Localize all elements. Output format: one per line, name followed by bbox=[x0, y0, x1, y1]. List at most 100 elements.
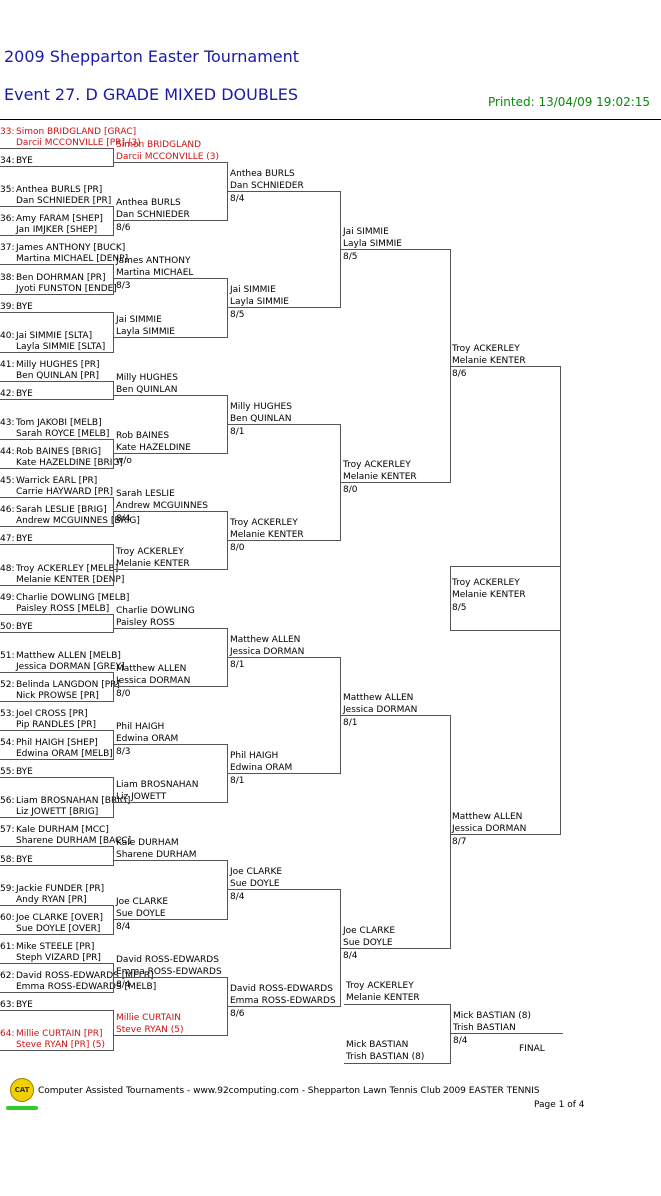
round5-player-2: Melanie KENTER bbox=[452, 356, 526, 366]
round1-line bbox=[0, 497, 113, 498]
round1-player-2: Ben QUINLAN [PR] bbox=[16, 371, 100, 381]
round5-connector bbox=[560, 366, 561, 835]
round4-player-1: Jai SIMMIE bbox=[343, 227, 389, 237]
champion-line bbox=[451, 1033, 563, 1034]
round1-connector bbox=[113, 544, 114, 586]
round3-player-1: Jai SIMMIE bbox=[230, 285, 276, 295]
round1-entry-number: 54: bbox=[0, 738, 15, 748]
round4-player-2: Melanie KENTER bbox=[343, 472, 417, 482]
round2-player-2: Layla SIMMIE bbox=[116, 327, 175, 337]
round3-player-2: Melanie KENTER bbox=[230, 530, 304, 540]
round2-score: 8/4 bbox=[116, 922, 131, 932]
round2-player-2: Ben QUINLAN bbox=[116, 385, 178, 395]
final-top-player-2: Melanie KENTER bbox=[346, 993, 420, 1003]
final-top-line bbox=[344, 1004, 450, 1005]
round4-line bbox=[341, 482, 450, 483]
round1-entry-number: 53: bbox=[0, 709, 15, 719]
round1-line bbox=[0, 963, 113, 964]
round2-player-2: Jessica DORMAN bbox=[116, 676, 191, 686]
round1-player-1: Matthew ALLEN [MELB] bbox=[16, 651, 121, 661]
round1-player-1: BYE bbox=[16, 156, 33, 166]
round5-score: 8/7 bbox=[452, 837, 467, 847]
tournament-title: 2009 Shepparton Easter Tournament bbox=[4, 47, 300, 66]
final-bottom-line bbox=[344, 1063, 450, 1064]
round2-player-1: Jai SIMMIE bbox=[116, 315, 162, 325]
round1-connector bbox=[113, 905, 114, 935]
round1-player-2: Nick PROWSE [PR] bbox=[16, 691, 99, 701]
round1-player-2: Andy RYAN [PR] bbox=[16, 895, 87, 905]
round1-entry-number: 41: bbox=[0, 360, 15, 370]
round2-player-1: Joe CLARKE bbox=[116, 897, 169, 907]
round2-player-1: Millie CURTAIN bbox=[116, 1013, 181, 1023]
final-top-player-1: Troy ACKERLEY bbox=[346, 981, 414, 991]
round3-score: 8/6 bbox=[230, 1009, 245, 1019]
round1-line bbox=[0, 1010, 113, 1011]
round1-connector bbox=[113, 264, 114, 295]
round2-score: 8/4 bbox=[116, 514, 131, 524]
round2-player-1: Liam BROSNAHAN bbox=[116, 780, 199, 790]
champion-player-1: Mick BASTIAN (8) bbox=[453, 1011, 531, 1021]
round2-connector bbox=[227, 977, 228, 1036]
round1-line bbox=[0, 399, 113, 400]
round1-player-1: Liam BROSNAHAN [BRIG] bbox=[16, 796, 131, 806]
cat-logo-icon: CAT bbox=[10, 1078, 34, 1102]
round3-line bbox=[228, 191, 340, 192]
round1-player-1: Rob BAINES [BRIG] bbox=[16, 447, 101, 457]
round1-entry-number: 48: bbox=[0, 564, 15, 574]
round2-line bbox=[114, 1035, 227, 1036]
round1-player-2: Steph VIZARD [PR] bbox=[16, 953, 101, 963]
round6-player-1: Troy ACKERLEY bbox=[452, 578, 520, 588]
round3-player-2: Emma ROSS-EDWARDS bbox=[230, 996, 336, 1006]
round1-player-1: Simon BRIDGLAND [GRAC] bbox=[16, 127, 137, 137]
round6-top-line bbox=[450, 566, 560, 567]
round2-score: 8/0 bbox=[116, 689, 131, 699]
round1-player-2: Dan SCHNIEDER [PR] bbox=[16, 196, 112, 206]
round1-player-1: Ben DOHRMAN [PR] bbox=[16, 273, 106, 283]
round2-score: 8/6 bbox=[116, 223, 131, 233]
header-divider bbox=[0, 119, 661, 120]
round1-entry-number: 60: bbox=[0, 913, 15, 923]
round3-player-1: Phil HAIGH bbox=[230, 751, 279, 761]
round2-player-1: Kale DURHAM bbox=[116, 838, 179, 848]
round2-connector bbox=[227, 744, 228, 803]
round1-entry-number: 61: bbox=[0, 942, 15, 952]
round1-entry-number: 62: bbox=[0, 971, 15, 981]
round2-score: 8/3 bbox=[116, 747, 131, 757]
round1-line bbox=[0, 235, 113, 236]
round1-player-2: Sue DOYLE [OVER] bbox=[16, 924, 101, 934]
round1-entry-number: 44: bbox=[0, 447, 15, 457]
round2-player-1: Charlie DOWLING bbox=[116, 606, 195, 616]
round2-line bbox=[114, 220, 227, 221]
round1-player-2: Pip RANDLES [PR] bbox=[16, 720, 96, 730]
round3-score: 8/5 bbox=[230, 310, 245, 320]
round1-entry-number: 57: bbox=[0, 825, 15, 835]
round4-player-2: Layla SIMMIE bbox=[343, 239, 402, 249]
round1-player-2: Andrew MCGUINNES [BRIG] bbox=[16, 516, 140, 526]
round2-player-2: Dan SCHNIEDER bbox=[116, 210, 190, 220]
round5-player-1: Troy ACKERLEY bbox=[452, 344, 520, 354]
round2-connector bbox=[227, 860, 228, 920]
round1-connector bbox=[113, 497, 114, 527]
round2-player-2: Sue DOYLE bbox=[116, 909, 166, 919]
round1-entry-number: 35: bbox=[0, 185, 15, 195]
round1-line bbox=[0, 1050, 113, 1051]
round1-line bbox=[0, 730, 113, 731]
round2-line bbox=[114, 802, 227, 803]
round2-player-2: Kate HAZELDINE bbox=[116, 443, 191, 453]
round3-player-1: Matthew ALLEN bbox=[230, 635, 301, 645]
footer-page: Page 1 of 4 bbox=[534, 1100, 585, 1110]
round3-connector bbox=[340, 889, 341, 1007]
round1-player-2: Melanie KENTER [DENP] bbox=[16, 575, 125, 585]
round1-player-1: BYE bbox=[16, 534, 33, 544]
round1-line bbox=[0, 148, 113, 149]
round1-entry-number: 37: bbox=[0, 243, 15, 253]
round2-player-1: Sarah LESLIE bbox=[116, 489, 175, 499]
round4-score: 8/4 bbox=[343, 951, 358, 961]
round1-player-1: Amy FARAM [SHEP] bbox=[16, 214, 103, 224]
round1-player-2: Darcii MCCONVILLE [PR] (3) bbox=[16, 138, 141, 148]
round2-line bbox=[114, 395, 227, 396]
round1-entry-number: 40: bbox=[0, 331, 15, 341]
round2-line bbox=[114, 569, 227, 570]
round1-player-2: Kate HAZELDINE [BRIG] bbox=[16, 458, 123, 468]
round1-player-1: Warrick EARL [PR] bbox=[16, 476, 98, 486]
